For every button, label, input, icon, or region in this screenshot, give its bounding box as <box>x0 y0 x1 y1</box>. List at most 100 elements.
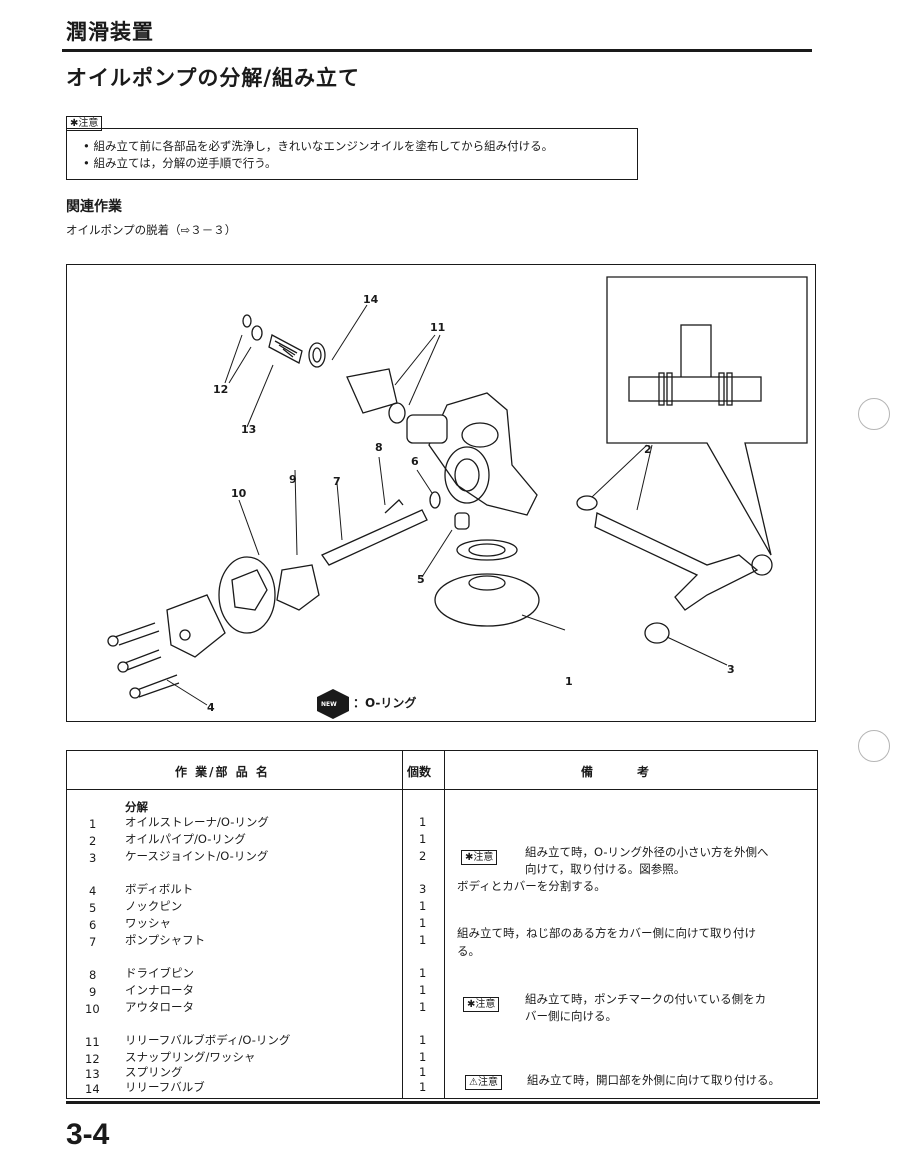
binder-hole-mark <box>858 398 890 430</box>
callout-14: 14 <box>363 293 379 306</box>
related-work-heading: 関連作業 <box>66 199 122 215</box>
row-qty: 1 <box>419 1065 427 1079</box>
row-part-name: アウタロータ <box>125 1000 194 1014</box>
row-number: 12 <box>85 1052 100 1066</box>
row-number: 2 <box>89 834 97 848</box>
remark-1-line-1: 組み立て時，O-リング外径の小さい方を外側へ <box>525 845 769 859</box>
row-part-name: オイルストレーナ/O-リング <box>125 815 269 829</box>
callout-3: 3 <box>727 663 735 676</box>
star-icon: ✱ <box>70 118 79 129</box>
callout-1: 1 <box>565 675 573 688</box>
table-col-divider <box>444 751 445 1098</box>
callout-9: 9 <box>289 473 297 486</box>
page-number: 3-4 <box>66 1118 110 1151</box>
table-header-divider <box>67 789 817 790</box>
row-qty: 1 <box>419 983 427 997</box>
row-number: 9 <box>89 985 97 999</box>
notice-line-1: • 組み立て前に各部品を必ず洗浄し，きれいなエンジンオイルを塗布してから組み付け… <box>83 139 554 153</box>
row-part-name: ケースジョイント/O-リング <box>125 849 269 863</box>
callout-5: 5 <box>417 573 425 586</box>
row-part-name: スプリング <box>125 1065 183 1079</box>
row-part-name: ノックピン <box>125 899 183 913</box>
row-number: 1 <box>89 817 97 831</box>
remark-badge-label: 注意 <box>473 852 494 863</box>
bottom-rule <box>66 1101 820 1104</box>
row-part-name: ドライブピン <box>125 966 194 980</box>
row-qty: 1 <box>419 1033 427 1047</box>
row-number: 11 <box>85 1035 100 1049</box>
row-qty: 1 <box>419 815 427 829</box>
row-part-name: ワッシャ <box>125 916 171 930</box>
row-number: 14 <box>85 1082 100 1096</box>
row-qty: 1 <box>419 933 427 947</box>
new-badge-label: NEW <box>321 701 337 708</box>
callout-4: 4 <box>207 701 215 714</box>
row-part-name: ボディボルト <box>125 882 194 896</box>
related-work-item: オイルポンプの脱着（⇨３－３） <box>66 223 237 237</box>
section-title: 潤滑装置 <box>66 20 154 44</box>
oil-pump-exploded-view: 1 2 3 4 5 6 7 8 9 10 11 12 13 14 NEW ：O-… <box>107 276 808 719</box>
row-part-name: リリーフバルブボディ/O-リング <box>125 1033 291 1047</box>
row-qty: 1 <box>419 832 427 846</box>
header-remarks: 備 考 <box>581 765 652 779</box>
remark-5: 組み立て時，開口部を外側に向けて取り付ける。 <box>527 1073 780 1087</box>
binder-hole-mark <box>858 730 890 762</box>
remark-3-line-1: 組み立て時，ねじ部のある方をカバー側に向けて取り付け <box>457 926 756 940</box>
callout-13: 13 <box>241 423 256 436</box>
remark-4-line-1: 組み立て時，ポンチマークの付いている側をカ <box>525 992 767 1006</box>
row-qty: 2 <box>419 849 427 863</box>
row-number: 5 <box>89 901 97 915</box>
row-qty: 1 <box>419 966 427 980</box>
row-qty: 1 <box>419 1050 427 1064</box>
row-number: 13 <box>85 1067 100 1081</box>
callout-12: 12 <box>213 383 228 396</box>
new-legend: ：O-リング <box>353 695 416 710</box>
row-qty: 1 <box>419 1080 427 1094</box>
remark-3-line-2: る。 <box>457 944 480 958</box>
row-number: 10 <box>85 1002 100 1016</box>
row-part-name: ポンプシャフト <box>125 933 206 947</box>
remark-2: ボディとカバーを分割する。 <box>457 879 606 893</box>
notice-line-2: • 組み立ては，分解の逆手順で行う。 <box>83 156 277 170</box>
row-number: 8 <box>89 968 97 982</box>
callout-10: 10 <box>231 487 247 500</box>
callout-7: 7 <box>333 475 341 488</box>
warning-triangle-icon: ⚠ <box>469 1077 478 1088</box>
row-part-name: インナロータ <box>125 983 194 997</box>
star-icon: ✱ <box>467 999 476 1010</box>
remark-caution-badge: ✱注意 <box>461 850 498 865</box>
header-qty: 個数 <box>407 765 432 779</box>
row-number: 6 <box>89 918 97 932</box>
remark-caution-badge: ✱注意 <box>463 997 500 1012</box>
header-name: 作 業/部 品 名 <box>175 765 270 779</box>
callout-2: 2 <box>644 443 652 456</box>
parts-table: 作 業/部 品 名 個数 備 考 分解 1 オイルストレーナ/O-リング 1 2… <box>66 750 818 1099</box>
row-qty: 3 <box>419 882 427 896</box>
row-part-name: オイルパイプ/O-リング <box>125 832 246 846</box>
star-icon: ✱ <box>465 852 474 863</box>
row-qty: 1 <box>419 1000 427 1014</box>
row-number: 4 <box>89 884 97 898</box>
top-rule <box>62 49 812 52</box>
row-qty: 1 <box>419 899 427 913</box>
remark-warning-badge: ⚠注意 <box>465 1075 502 1090</box>
row-part-name: リリーフバルブ <box>125 1080 205 1094</box>
caution-badge: ✱注意 <box>66 111 103 131</box>
row-number: 7 <box>89 935 97 949</box>
page-title: オイルポンプの分解/組み立て <box>66 66 361 90</box>
remark-4-line-2: バー側に向ける。 <box>525 1009 617 1023</box>
callout-6: 6 <box>411 455 419 468</box>
remark-badge-label: 注意 <box>477 1077 498 1088</box>
row-part-name: スナップリング/ワッシャ <box>125 1050 256 1064</box>
row-number: 3 <box>89 851 97 865</box>
callout-8: 8 <box>375 441 383 454</box>
row-qty: 1 <box>419 916 427 930</box>
remark-badge-label: 注意 <box>475 999 496 1010</box>
new-part-icon: NEW <box>317 689 349 719</box>
remark-1-line-2: 向けて，取り付ける。図参照。 <box>525 862 686 876</box>
group-title: 分解 <box>125 800 148 814</box>
notice-box: • 組み立て前に各部品を必ず洗浄し，きれいなエンジンオイルを塗布してから組み付け… <box>66 128 638 180</box>
caution-badge-label: 注意 <box>78 118 99 129</box>
exploded-diagram: 1 2 3 4 5 6 7 8 9 10 11 12 13 14 NEW ：O-… <box>66 264 816 722</box>
callout-11: 11 <box>430 321 445 334</box>
